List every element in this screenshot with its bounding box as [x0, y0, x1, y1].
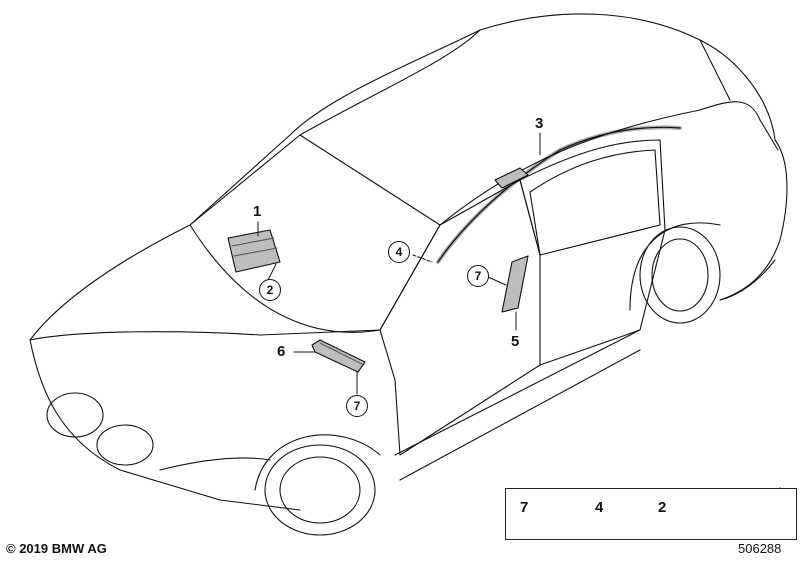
side-sill	[394, 329, 641, 481]
leader-lines	[257, 132, 541, 395]
rear-bumper	[719, 259, 776, 301]
windshield	[189, 134, 441, 333]
callout-1: 1	[253, 203, 262, 220]
diagram-number: 506288	[738, 541, 782, 556]
kidney-grille-left	[46, 392, 104, 438]
front-door	[379, 179, 541, 456]
legend-number-bolt: 2	[658, 499, 667, 516]
kidney-grille-right	[96, 424, 154, 466]
hood-front	[29, 339, 301, 511]
roof-rear	[439, 101, 761, 226]
rear-wheel-arch	[629, 222, 721, 311]
rear-wheel-inner	[651, 238, 709, 312]
rear-door	[519, 139, 666, 366]
callout-7-circle-knee: 7	[346, 395, 368, 417]
b-pillar	[519, 179, 541, 256]
callout-5: 5	[511, 333, 520, 350]
knee-airbag	[311, 339, 366, 373]
curtain-airbag	[436, 125, 682, 264]
callout-4-circle: 4	[388, 241, 410, 263]
side-airbag	[501, 255, 529, 313]
callout-7-circle-side: 7	[467, 265, 489, 287]
roof-line	[299, 29, 481, 136]
rear-window	[699, 39, 779, 151]
callout-3: 3	[535, 115, 544, 132]
front-wheel-arch	[254, 434, 381, 491]
door-window-rear	[529, 149, 661, 256]
passenger-airbag	[227, 229, 281, 273]
legend-number-torx-screw: 4	[595, 499, 604, 516]
car-body-outline	[29, 13, 788, 341]
legend-number-nut: 7	[520, 499, 529, 516]
copyright-text: © 2019 BMW AG	[6, 541, 107, 556]
headlight	[159, 457, 271, 471]
callout-6: 6	[277, 343, 286, 360]
fastener-legend: 7 4 2	[505, 488, 797, 540]
rear-wheel	[639, 226, 721, 324]
callout-2-circle: 2	[259, 279, 281, 301]
front-wheel	[264, 444, 376, 536]
front-wheel-inner	[279, 456, 361, 524]
hood	[29, 329, 381, 341]
